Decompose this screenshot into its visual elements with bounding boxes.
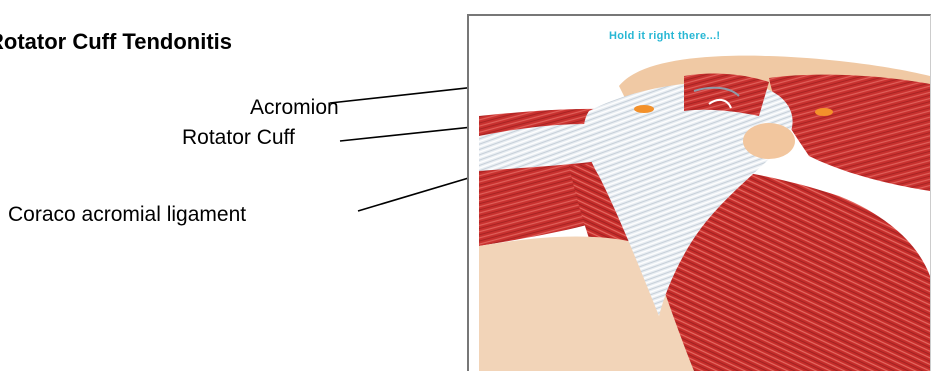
humeral-head: [743, 123, 795, 159]
shoulder-anatomy-illustration: Hold it right there...!: [467, 14, 931, 371]
shoulder-anatomy-art: [469, 16, 930, 371]
bursa-left: [634, 105, 654, 113]
bursa-right: [815, 108, 833, 116]
supraspinatus-muscle: [769, 75, 930, 191]
subscapularis-muscle: [684, 74, 769, 116]
illustration-caption: Hold it right there...!: [609, 30, 720, 42]
